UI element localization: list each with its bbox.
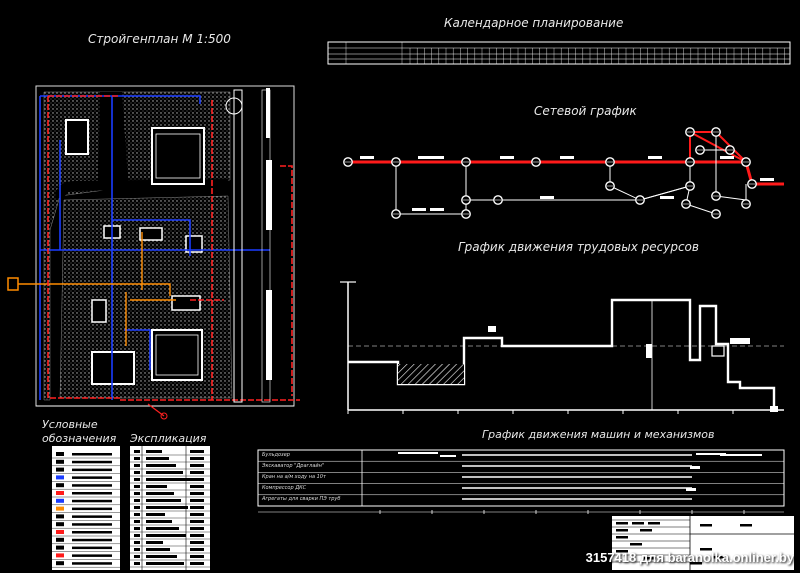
legend-table — [52, 446, 120, 570]
explication-table — [130, 446, 210, 570]
machines-row-label: Бульдозер — [262, 452, 290, 458]
machines-row-label: Компрессор ДКС — [262, 485, 307, 491]
legend-title: Условные обозначения — [42, 418, 117, 445]
network-title: Сетевой график — [534, 104, 637, 118]
labor-title: График движения трудовых ресурсов — [458, 240, 699, 254]
machines-row-label: Экскаватор "Драглайн" — [262, 463, 325, 469]
machines-row-label: Кран на а/м ходу на 10т — [262, 474, 326, 480]
calendar-plan-table — [327, 41, 791, 65]
labor-resource-chart — [340, 281, 784, 414]
watermark: 3157418 для baranolka.onliner.by — [585, 550, 794, 565]
network-graph — [343, 127, 784, 219]
site-plan-title: Стройгенплан М 1:500 — [88, 32, 231, 46]
explication-title: Экспликация — [130, 432, 207, 445]
title-block — [612, 516, 794, 570]
machines-chart — [257, 449, 785, 514]
site-plan — [7, 85, 300, 420]
machines-title: График движения машин и механизмов — [482, 428, 715, 441]
calendar-title: Календарное планирование — [444, 16, 624, 30]
machines-row-label: Агрегаты для сварки ПЭ труб — [262, 496, 341, 502]
